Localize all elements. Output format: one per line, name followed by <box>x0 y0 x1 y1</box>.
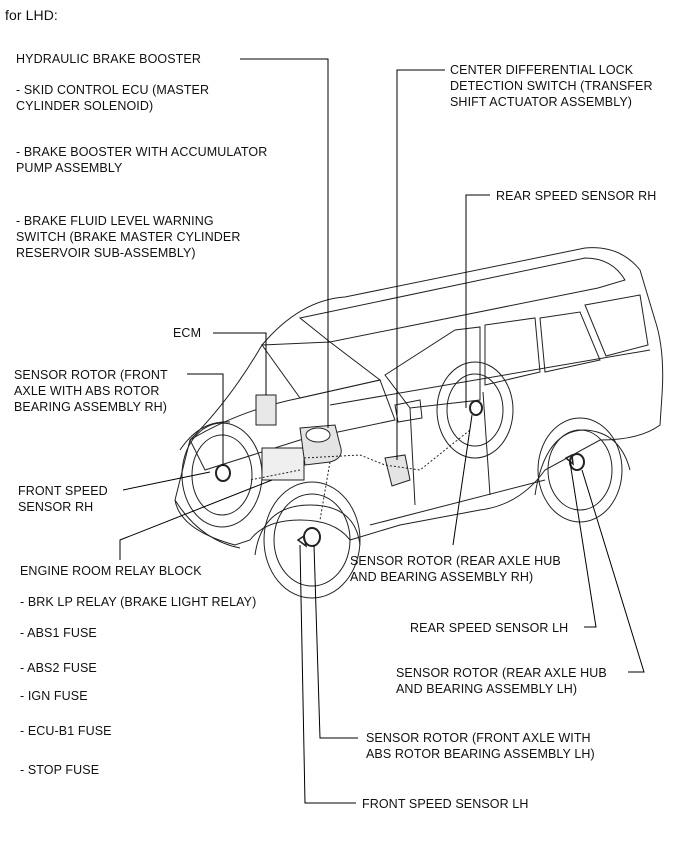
leader-rear-speed-sensor-lh <box>569 461 597 628</box>
label-brake-booster-accumulator: - BRAKE BOOSTER WITH ACCUMULATOR PUMP AS… <box>16 145 268 175</box>
rear-right-wheel <box>436 361 514 459</box>
brake-line-harness <box>249 429 471 521</box>
label-abs2-fuse: - ABS2 FUSE <box>20 661 97 675</box>
front-left-arch <box>254 504 361 556</box>
rotor-rear-rh <box>469 400 483 416</box>
label-hydraulic-brake-booster: HYDRAULIC BRAKE BOOSTER <box>16 52 201 66</box>
label-ecm: ECM <box>173 326 202 340</box>
leader-sensor-rotor-rear-lh <box>581 469 645 673</box>
rear-right-wheel-inner <box>446 373 504 447</box>
rear-left-wheel <box>537 417 623 523</box>
label-skid-control-ecu: - SKID CONTROL ECU (MASTER CYLINDER SOLE… <box>16 83 210 113</box>
booster-reservoir <box>305 427 331 443</box>
front-right-wheel-inner <box>191 434 253 516</box>
side-window-mid <box>484 317 541 386</box>
rear-quarter-window <box>584 294 649 357</box>
label-center-diff-lock-switch: CENTER DIFFERENTIAL LOCK DETECTION SWITC… <box>450 63 653 109</box>
leader-ecm <box>213 332 267 395</box>
ecm-unit <box>255 394 277 426</box>
leader-center-diff <box>396 69 445 460</box>
bumper <box>174 499 241 549</box>
leader-sensor-rotor-front-rh <box>187 373 224 466</box>
front-left-wheel <box>263 481 361 599</box>
label-brake-fluid-level-switch: - BRAKE FLUID LEVEL WARNING SWITCH (BRAK… <box>16 214 241 260</box>
label-sensor-rotor-front-rh: SENSOR ROTOR (FRONT AXLE WITH ABS ROTOR … <box>14 368 168 414</box>
rear-speed-sensor-lh-part <box>564 453 574 466</box>
windshield <box>261 341 382 399</box>
label-sensor-rotor-front-lh: SENSOR ROTOR (FRONT AXLE WITH ABS ROTOR … <box>366 731 595 761</box>
leader-front-speed-sensor-lh <box>299 544 356 804</box>
leader-sensor-rotor-rear-rh <box>452 414 473 546</box>
roof-panel <box>298 257 626 343</box>
leader-relay-block <box>119 479 273 560</box>
label-abs1-fuse: - ABS1 FUSE <box>20 626 97 640</box>
rotor-front-lh <box>303 527 321 547</box>
front-speed-sensor-lh-part <box>296 534 308 548</box>
page-header: for LHD: <box>5 7 58 23</box>
leader-rear-speed-sensor-rh <box>465 194 490 408</box>
leader-hydraulic-booster <box>240 58 329 428</box>
label-front-speed-sensor-rh: FRONT SPEED SENSOR RH <box>18 484 108 514</box>
label-rear-speed-sensor-lh: REAR SPEED SENSOR LH <box>410 621 569 635</box>
label-engine-room-relay-block: ENGINE ROOM RELAY BLOCK <box>20 564 202 578</box>
label-sensor-rotor-rear-rh: SENSOR ROTOR (REAR AXLE HUB AND BEARING … <box>350 554 561 584</box>
side-window-rear <box>539 311 601 373</box>
label-stop-fuse: - STOP FUSE <box>20 763 100 777</box>
label-ecu-b1-fuse: - ECU-B1 FUSE <box>20 724 112 738</box>
relay-block <box>261 447 305 481</box>
leader-sensor-rotor-front-lh <box>313 544 358 739</box>
label-sensor-rotor-rear-lh: SENSOR ROTOR (REAR AXLE HUB AND BEARING … <box>396 666 607 696</box>
side-mirror <box>394 399 423 423</box>
front-left-wheel-inner <box>273 493 351 587</box>
vehicle-body-outline <box>174 247 664 546</box>
rotor-front-rh <box>215 464 231 482</box>
door-line-front <box>409 407 416 506</box>
front-right-arch <box>179 421 231 451</box>
rocker-panel <box>369 479 546 526</box>
label-brk-lp-relay: - BRK LP RELAY (BRAKE LIGHT RELAY) <box>20 595 257 609</box>
belt-line <box>329 349 651 406</box>
transfer-actuator <box>384 454 411 487</box>
rear-left-wheel-inner <box>547 429 613 511</box>
label-front-speed-sensor-lh: FRONT SPEED SENSOR LH <box>362 797 529 811</box>
leader-front-speed-sensor-rh <box>122 471 211 491</box>
label-rear-speed-sensor-rh: REAR SPEED SENSOR RH <box>496 189 657 203</box>
label-ign-fuse: - IGN FUSE <box>20 689 88 703</box>
